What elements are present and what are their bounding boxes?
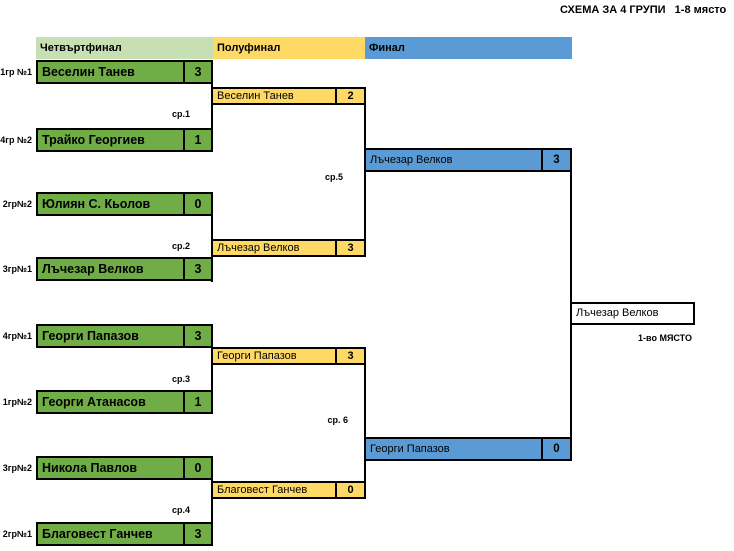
player-name: Лъчезар Велков xyxy=(370,154,453,166)
player-name: Георги Папазов xyxy=(42,329,139,343)
sf-player-box: Лъчезар Велков 3 xyxy=(211,239,366,257)
connector-line-qf-pair4 xyxy=(211,456,213,546)
connector-line-sf-pair2 xyxy=(364,347,366,499)
match-number-label: ср.4 xyxy=(171,505,190,515)
match-number-label: ср. 6 xyxy=(327,415,348,425)
player-score: 3 xyxy=(541,150,570,170)
sf-player-box: Веселин Танев 2 xyxy=(211,87,366,105)
player-name: Лъчезар Велков xyxy=(42,262,144,276)
player-name: Никола Павлов xyxy=(42,461,138,475)
player-score: 3 xyxy=(183,326,211,346)
seed-label: 3гр№2 xyxy=(2,463,32,473)
winner-box: Лъчезар Велков xyxy=(570,302,695,325)
player-name: Трайко Георгиев xyxy=(42,133,145,147)
final-player-box: Лъчезар Велков 3 xyxy=(364,148,572,172)
player-name: Благовест Ганчев xyxy=(217,484,308,496)
match-number-label: ср.3 xyxy=(171,374,190,384)
connector-line-qf-pair3 xyxy=(211,324,213,414)
player-score: 2 xyxy=(335,89,364,103)
sf-player-box: Благовест Ганчев 0 xyxy=(211,481,366,499)
player-name: Веселин Танев xyxy=(217,90,294,102)
seed-label: 4гр №2 xyxy=(0,135,32,145)
seed-label: 1гр №1 xyxy=(0,67,32,77)
player-name: Юлиян С. Кьолов xyxy=(42,197,151,211)
page-title: СХЕМА ЗА 4 ГРУПИ 1-8 място xyxy=(560,4,727,16)
qf-player-box: Георги Атанасов 1 xyxy=(36,390,213,414)
qf-player-box: Благовест Ганчев 3 xyxy=(36,522,213,546)
player-score: 0 xyxy=(541,439,570,459)
winner-name: Лъчезар Велков xyxy=(576,307,659,319)
player-score: 3 xyxy=(183,259,211,279)
player-name: Георги Папазов xyxy=(217,350,297,362)
winner-place-label: 1-во МЯСТО xyxy=(638,333,692,343)
column-header-semifinal: Полуфинал xyxy=(213,37,365,59)
player-score: 1 xyxy=(183,392,211,412)
player-score: 3 xyxy=(183,524,211,544)
match-number-label: ср.2 xyxy=(171,241,190,251)
final-player-box: Георги Папазов 0 xyxy=(364,437,572,461)
seed-label: 2гр№2 xyxy=(2,199,32,209)
player-score: 3 xyxy=(335,241,364,255)
connector-line-qf-pair2 xyxy=(211,192,213,282)
seed-label: 4гр№1 xyxy=(2,331,32,341)
qf-player-box: Трайко Георгиев 1 xyxy=(36,128,213,152)
player-name: Благовест Ганчев xyxy=(42,527,153,541)
qf-player-box: Юлиян С. Кьолов 0 xyxy=(36,192,213,216)
player-score: 3 xyxy=(183,62,211,82)
player-name: Георги Атанасов xyxy=(42,395,146,409)
column-header-final: Финал xyxy=(365,37,572,59)
player-score: 1 xyxy=(183,130,211,150)
player-name: Лъчезар Велков xyxy=(217,242,300,254)
column-header-quarterfinal: Четвъртфинал xyxy=(36,37,213,59)
qf-player-box: Веселин Танев 3 xyxy=(36,60,213,84)
player-score: 0 xyxy=(183,458,211,478)
qf-player-box: Лъчезар Велков 3 xyxy=(36,257,213,281)
player-score: 3 xyxy=(335,349,364,363)
connector-line-sf-pair1 xyxy=(364,87,366,257)
qf-player-box: Георги Папазов 3 xyxy=(36,324,213,348)
player-name: Георги Папазов xyxy=(370,443,450,455)
match-number-label: ср.1 xyxy=(171,109,190,119)
sf-player-box: Георги Папазов 3 xyxy=(211,347,366,365)
seed-label: 3гр№1 xyxy=(2,264,32,274)
match-number-label: ср.5 xyxy=(324,172,343,182)
qf-player-box: Никола Павлов 0 xyxy=(36,456,213,480)
player-score: 0 xyxy=(335,483,364,497)
player-name: Веселин Танев xyxy=(42,65,135,79)
seed-label: 1гр№2 xyxy=(2,397,32,407)
connector-line-qf-pair1 xyxy=(211,60,213,152)
player-score: 0 xyxy=(183,194,211,214)
seed-label: 2гр№1 xyxy=(2,529,32,539)
